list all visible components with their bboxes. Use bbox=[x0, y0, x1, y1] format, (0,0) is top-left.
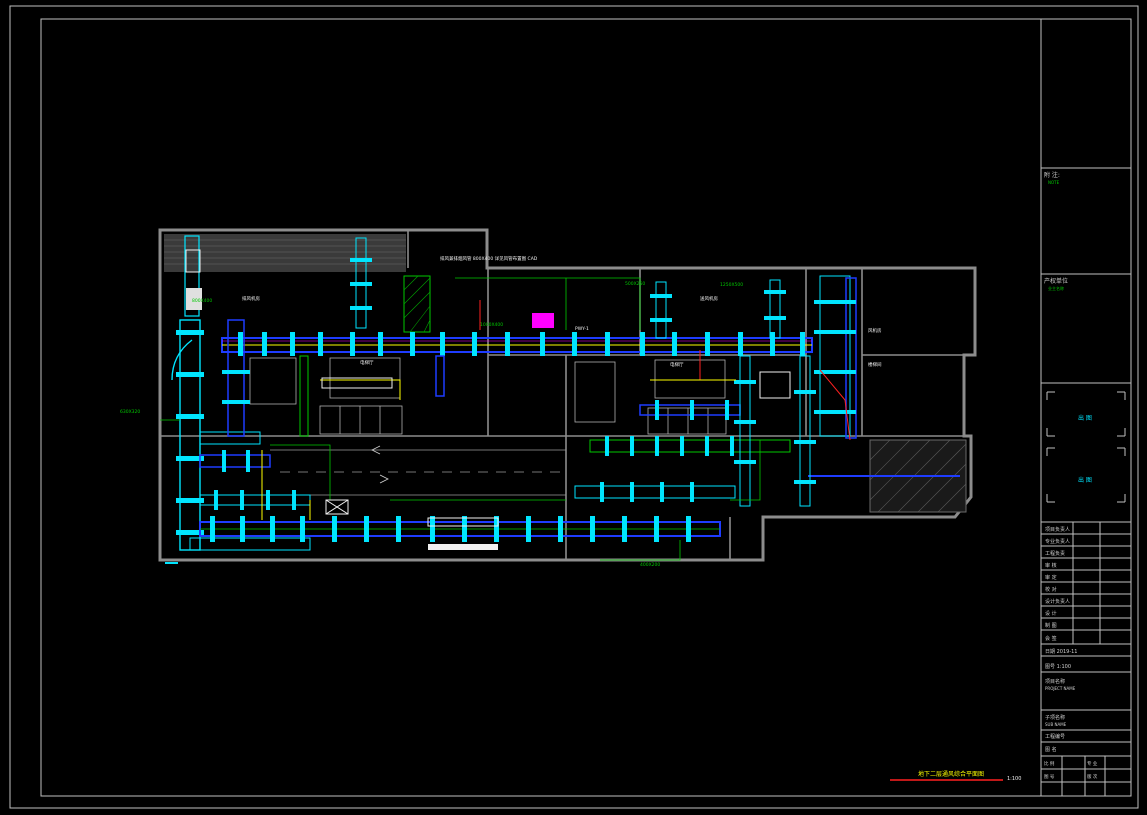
signature-rows: 项目负责人 专业负责人 工程负责 审 核 审 定 校 对 设计负责人 设 计 制… bbox=[1041, 522, 1131, 645]
stamp-top: 出 图 bbox=[1078, 414, 1092, 422]
label-duct-f: 1250X500 bbox=[720, 282, 743, 288]
row-1: 专业负责人 bbox=[1045, 538, 1070, 545]
project-name-label: 项目名称 bbox=[1045, 678, 1065, 685]
drawing-scale: 1:100 bbox=[1007, 776, 1021, 782]
no-row: 图号 1:100 bbox=[1045, 664, 1071, 670]
remarks-text: NOTE bbox=[1048, 180, 1060, 185]
row-0: 项目负责人 bbox=[1045, 526, 1070, 533]
label-room-b: 送风机房 bbox=[700, 295, 718, 302]
stamp-bottom: 出 图 bbox=[1078, 476, 1092, 484]
project-label: 产权单位 bbox=[1044, 277, 1068, 285]
date-row: 日期 2019-11 bbox=[1045, 649, 1077, 655]
label-fan-room: 风机房 bbox=[868, 327, 882, 334]
label-duct-c: 500X250 bbox=[625, 281, 645, 287]
row-2: 工程负责 bbox=[1045, 550, 1065, 557]
drawing-title-group: 地下二层通风综合平面图 1:100 bbox=[890, 770, 1021, 782]
footer-cell-3: 版 次 bbox=[1087, 773, 1098, 780]
row-6: 设计负责人 bbox=[1045, 598, 1070, 605]
label-duct-b: 630X320 bbox=[120, 409, 140, 415]
building-outline bbox=[158, 228, 977, 562]
footer-cell-2: 图 号 bbox=[1044, 774, 1055, 780]
magenta-unit bbox=[532, 313, 554, 328]
lower-duct bbox=[189, 521, 721, 551]
driveway bbox=[270, 445, 566, 496]
row-8: 制 图 bbox=[1045, 622, 1057, 629]
label-duct-e: 400X200 bbox=[640, 562, 660, 568]
remarks-label: 附 注: bbox=[1044, 171, 1060, 179]
main-duct bbox=[221, 337, 813, 353]
project-text: 业主名称 bbox=[1048, 285, 1064, 291]
white-unit-b bbox=[427, 517, 499, 527]
label-elevator-left: 电梯厅 bbox=[360, 359, 374, 366]
label-room-a: 排风机房 bbox=[242, 295, 260, 302]
project-no: 工程编号 bbox=[1045, 733, 1065, 740]
label-duct-a: 800X400 bbox=[192, 298, 212, 304]
mid-duct bbox=[199, 431, 311, 506]
footer-cell-0: 比 例 bbox=[1044, 760, 1055, 767]
white-unit-a bbox=[321, 377, 393, 389]
footer-cell-1: 专 业 bbox=[1087, 760, 1098, 767]
trunk-diffusers bbox=[238, 332, 805, 356]
row-4: 审 定 bbox=[1045, 574, 1057, 581]
shaft-hatch bbox=[403, 275, 431, 333]
row-7: 设 计 bbox=[1045, 610, 1057, 617]
label-duct-d: 1000X400 bbox=[480, 322, 503, 328]
drawing-title: 地下二层通风综合平面图 bbox=[918, 770, 984, 778]
sub-en: SUB NAME bbox=[1045, 722, 1067, 727]
sub-label: 子项名称 bbox=[1045, 714, 1065, 721]
drawing-name: 图 名 bbox=[1045, 746, 1057, 753]
title-block: 附 注: NOTE 产权单位 业主名称 出 图 出 图 项目负责人 专业负责人 bbox=[1041, 167, 1131, 796]
project-name-en: PROJECT NAME bbox=[1045, 686, 1076, 691]
white-unit-c bbox=[428, 544, 498, 550]
row-5: 校 对 bbox=[1045, 586, 1057, 593]
inner-frame bbox=[40, 18, 1132, 797]
label-pwf: PWY-1 bbox=[575, 326, 589, 332]
label-top-note: 排风兼排烟风管 800X400 详见风管布置图 CAD bbox=[440, 255, 538, 262]
fan-unit bbox=[759, 371, 791, 399]
label-elevator-right: 电梯厅 bbox=[670, 361, 684, 368]
outer-frame bbox=[9, 5, 1139, 809]
floor-plan: 排风兼排烟风管 800X400 详见风管布置图 CAD 电梯厅 电梯厅 PWY-… bbox=[120, 228, 977, 568]
row-9: 会 签 bbox=[1045, 635, 1057, 642]
row-3: 审 核 bbox=[1045, 562, 1057, 569]
label-stair: 楼梯间 bbox=[868, 361, 882, 368]
